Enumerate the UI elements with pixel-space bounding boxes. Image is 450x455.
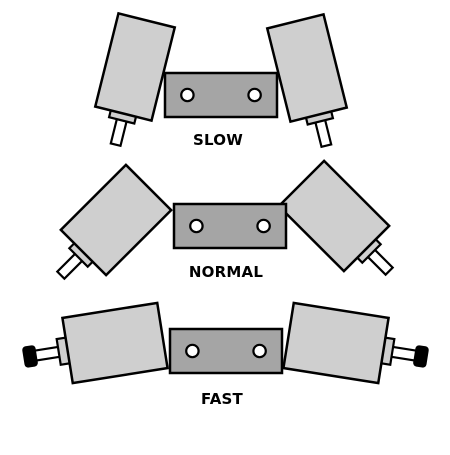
center-plate-fast [168,327,284,375]
plate-hole [247,87,262,103]
configuration-fast [22,301,429,385]
motor-body [265,12,349,124]
configuration-normal [55,159,395,281]
left-motor-fast [22,301,170,385]
motor-knob [413,345,429,368]
label-slow: SLOW [193,131,243,149]
configuration-slow [93,11,349,149]
right-motor-slow [265,12,349,149]
motor-body [60,301,170,385]
center-plate-slow [163,71,279,119]
right-motor-normal [277,159,395,277]
right-motor-fast [281,301,429,385]
label-fast: FAST [201,390,243,408]
plate-hole [185,343,200,359]
center-plate-normal [172,202,288,250]
label-normal: NORMAL [188,263,264,281]
motor-body [277,159,391,273]
plate-hole [256,218,271,234]
plate-hole [189,218,204,234]
motor-body [93,11,177,123]
motor-knob [22,345,38,368]
plate-hole [252,343,267,359]
motor-body [281,301,391,385]
left-motor-slow [93,11,177,148]
motor-body [59,163,173,277]
plate-hole [180,87,195,103]
left-motor-normal [55,163,173,281]
